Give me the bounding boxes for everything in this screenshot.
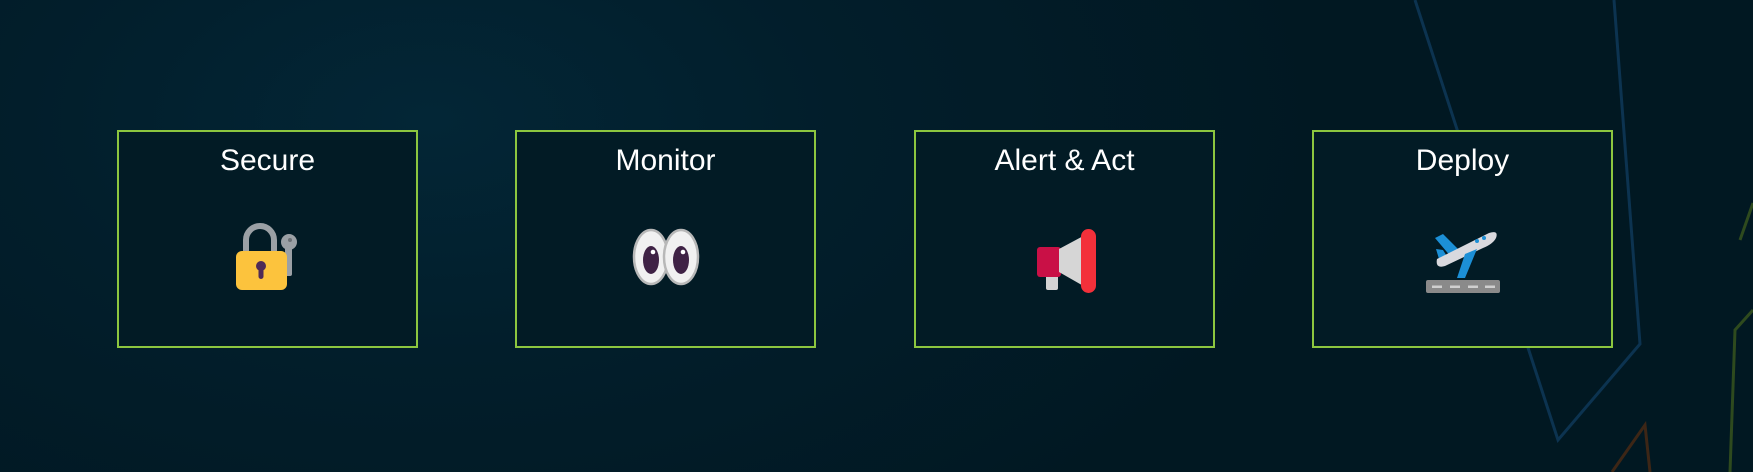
card-secure: Secure [117, 130, 418, 348]
card-title: Alert & Act [994, 144, 1135, 177]
card-deploy: Deploy [1312, 130, 1613, 348]
card-alert-and-act: Alert & Act [914, 130, 1215, 348]
airplane-departure-icon [1423, 216, 1503, 296]
card-title: Deploy [1415, 144, 1510, 177]
card-monitor: Monitor [515, 130, 816, 348]
card-title: Monitor [615, 144, 716, 177]
megaphone-icon [1025, 216, 1105, 296]
eyes-icon [626, 216, 706, 296]
locked-with-key-icon [228, 216, 308, 296]
card-title: Secure [219, 144, 316, 177]
